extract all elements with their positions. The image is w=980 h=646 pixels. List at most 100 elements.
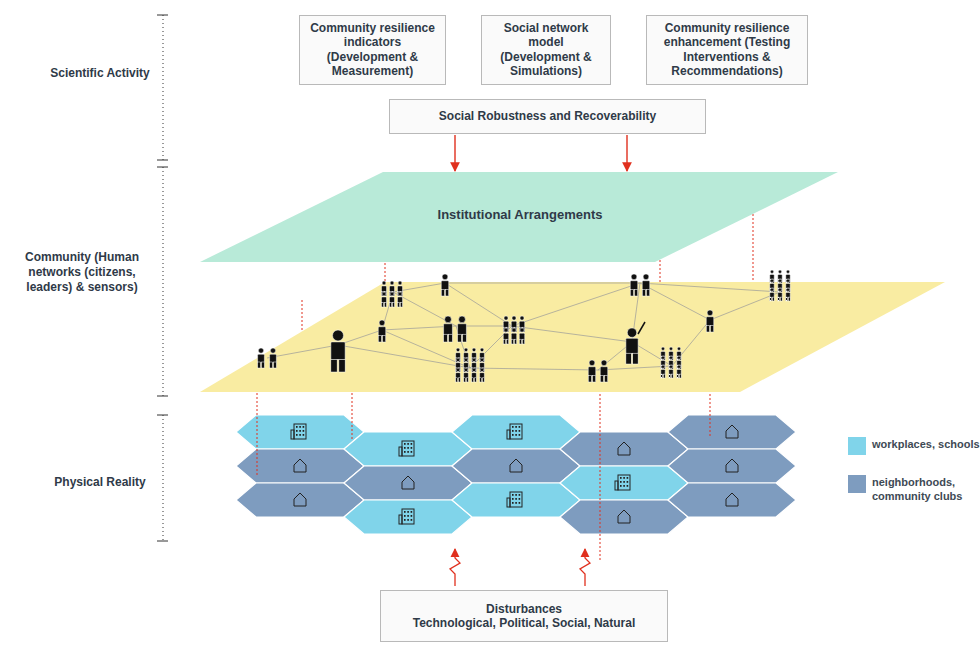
person-icon	[786, 270, 790, 283]
building-window	[303, 434, 305, 436]
hex-cell	[560, 466, 688, 500]
building-window	[515, 494, 517, 496]
node-title: Community resilience indicators (Develop…	[306, 21, 439, 79]
people-group	[258, 348, 277, 368]
building-window	[519, 426, 521, 428]
bracket	[157, 167, 168, 396]
person-icon	[503, 328, 508, 344]
people-group	[630, 274, 649, 296]
layer-link	[710, 386, 711, 438]
person-icon	[519, 328, 524, 344]
person-icon	[480, 358, 485, 372]
building-window	[407, 447, 409, 449]
hex-cell	[344, 432, 472, 466]
text-box: Community resilience indicators (Develop…	[299, 15, 446, 85]
person-icon	[642, 274, 649, 296]
building-window	[512, 434, 514, 436]
network-link	[672, 320, 710, 366]
hex-cell	[452, 449, 580, 483]
layer-label: Physical Reality	[25, 475, 175, 490]
building-window	[515, 502, 517, 504]
building-window	[303, 430, 305, 432]
hex-cell	[560, 432, 688, 466]
building-window	[296, 430, 298, 432]
disturbance-arrow	[580, 549, 590, 586]
text-box: DisturbancesTechnological, Political, So…	[380, 590, 668, 642]
network-link	[640, 283, 780, 292]
legend-item: workplaces, schools	[848, 437, 980, 455]
person-icon	[519, 316, 524, 332]
person-icon	[786, 288, 790, 301]
person-icon	[677, 365, 681, 378]
person-icon	[770, 288, 774, 301]
building-icon	[507, 492, 522, 507]
person-icon	[503, 316, 508, 332]
person-icon	[661, 356, 665, 369]
person-icon	[770, 279, 774, 292]
people-group	[378, 320, 385, 342]
people-group	[441, 274, 448, 296]
person-icon	[456, 368, 461, 382]
building-window	[407, 443, 409, 445]
person-icon	[778, 288, 782, 301]
building-window	[404, 511, 406, 513]
house-icon	[618, 510, 630, 523]
building-window	[515, 426, 517, 428]
text-box: Community resilience enhancement (Testin…	[646, 15, 808, 85]
building-window	[296, 434, 298, 436]
legend-text: workplaces, schools	[872, 437, 980, 451]
person-icon	[464, 348, 469, 362]
node-title: Community resilience enhancement (Testin…	[653, 21, 801, 79]
bracket	[157, 15, 168, 160]
layer-link	[352, 393, 353, 440]
legend-swatch	[848, 437, 866, 455]
leader-staff	[638, 322, 645, 334]
person-icon	[630, 274, 637, 296]
building-icon	[507, 424, 522, 439]
building-window	[407, 511, 409, 513]
network-link	[338, 345, 470, 368]
network-link	[470, 326, 512, 368]
people-group	[456, 348, 485, 382]
person-icon	[669, 365, 673, 378]
text-box: Social network model (Development & Simu…	[481, 15, 611, 85]
node-title: Disturbances	[486, 602, 562, 616]
legend-text: neighborhoods, community clubs	[872, 475, 980, 504]
person-icon	[441, 274, 448, 296]
people-group	[331, 330, 345, 372]
hex-cell	[668, 449, 796, 483]
person-icon	[778, 270, 782, 283]
network-link	[445, 283, 512, 326]
network-link	[393, 292, 456, 326]
node-title: Social Robustness and Recoverability	[439, 109, 656, 123]
person-icon	[677, 347, 681, 360]
building-window	[404, 447, 406, 449]
person-icon	[669, 356, 673, 369]
person-icon	[480, 348, 485, 362]
node-title: Institutional Arrangements	[420, 207, 620, 223]
hex-cell	[236, 449, 364, 483]
hex-cell	[668, 415, 796, 449]
building-window	[407, 451, 409, 453]
person-icon	[480, 368, 485, 382]
building-window	[411, 515, 413, 517]
network-link	[382, 330, 470, 368]
person-icon	[381, 281, 386, 296]
flow-arrow	[454, 135, 455, 171]
network-link	[445, 283, 640, 284]
text-box: Social Robustness and Recoverability	[389, 99, 706, 134]
building-window	[515, 430, 517, 432]
building-window	[411, 443, 413, 445]
building-window	[620, 481, 622, 483]
house-icon	[726, 459, 738, 472]
network-link	[267, 345, 338, 358]
layer-link	[257, 393, 258, 475]
building-window	[512, 502, 514, 504]
building-window	[407, 515, 409, 517]
person-icon	[378, 320, 385, 342]
person-icon	[270, 348, 277, 368]
person-icon	[464, 358, 469, 372]
